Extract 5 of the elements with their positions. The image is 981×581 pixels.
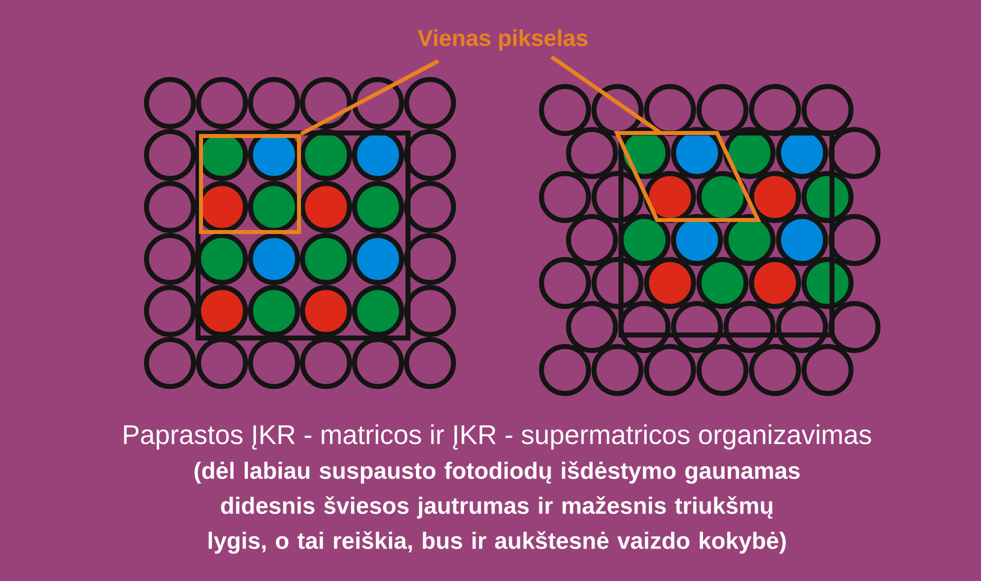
note-text: (dėl labiau suspausto fotodiodų išdėstymo gaunamas didesnis šviesos jautrumas ir mažesnis triukšmų lygis, o tai reiškia, bus ir aukštesnė vaizdo kokybė)	[194, 461, 800, 554]
pixel-frame	[199, 134, 301, 234]
pixel-label: Vienas pikselas	[418, 29, 588, 51]
caption-text: Paprastos ĮKR - matricos ir ĮKR - supermatricos organizavimas	[124, 424, 872, 450]
leader-line	[300, 59, 440, 136]
